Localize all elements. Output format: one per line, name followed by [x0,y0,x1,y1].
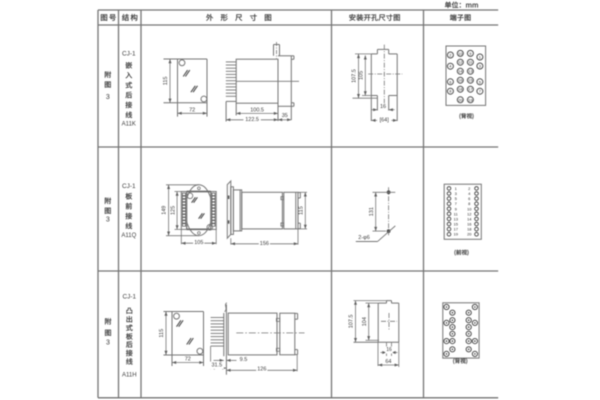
svg-text:16: 16 [467,222,472,227]
svg-text:3: 3 [455,191,458,196]
svg-text:11: 11 [454,211,459,216]
svg-text:CJ-1: CJ-1 [122,51,136,58]
svg-text:4: 4 [468,191,471,196]
svg-text:131: 131 [369,207,375,216]
svg-text:100.5: 100.5 [250,107,264,113]
svg-text:125: 125 [170,206,176,215]
svg-text:17: 17 [468,87,473,92]
svg-text:15: 15 [468,78,473,83]
svg-text:122.5: 122.5 [245,117,259,123]
svg-text:20: 20 [458,97,463,102]
svg-text:3: 3 [106,94,110,101]
svg-text:115: 115 [163,77,169,86]
svg-text:19: 19 [453,232,458,237]
svg-text:4: 4 [449,64,452,69]
svg-text:8: 8 [468,201,471,206]
svg-text:35: 35 [282,113,288,119]
svg-text:2-φ6: 2-φ6 [358,235,370,241]
svg-text:7: 7 [455,201,458,206]
svg-text:14: 14 [467,216,472,221]
svg-text:A11Q: A11Q [121,233,136,239]
svg-text:7: 7 [479,89,482,94]
svg-text:1: 1 [455,186,458,191]
svg-text:13: 13 [453,216,458,221]
svg-text:13: 13 [468,69,473,74]
svg-text:16: 16 [380,104,386,110]
svg-text:16: 16 [386,347,392,353]
svg-text:105: 105 [194,240,203,246]
svg-text:3: 3 [106,217,110,224]
svg-text:104: 104 [362,317,368,326]
svg-text:2: 2 [449,53,452,58]
svg-text:105: 105 [359,71,365,80]
svg-text:14: 14 [458,69,463,74]
svg-text:156: 156 [260,241,269,247]
svg-text:9: 9 [469,51,472,56]
svg-text:20: 20 [467,232,472,237]
svg-text:10: 10 [458,51,463,56]
svg-text:3: 3 [106,340,110,347]
svg-text:18: 18 [467,227,472,232]
svg-text:126: 126 [257,367,266,373]
svg-text:9.5: 9.5 [240,357,248,363]
svg-text:[64]: [64] [380,117,390,123]
svg-text:115: 115 [159,329,165,338]
svg-text:CJ-1: CJ-1 [122,183,136,190]
svg-text:31.5: 31.5 [211,362,222,368]
svg-text:115: 115 [298,206,304,215]
svg-text:19: 19 [468,97,473,102]
svg-text:64: 64 [385,359,391,365]
svg-text:107.5: 107.5 [349,315,355,329]
svg-text:6: 6 [468,196,471,201]
svg-text:3: 3 [479,64,482,69]
svg-text:A11K: A11K [122,122,136,128]
svg-text:18: 18 [458,87,463,92]
svg-text:16: 16 [458,78,463,83]
svg-text:8: 8 [449,89,452,94]
svg-text:72: 72 [189,107,195,113]
svg-text:12: 12 [467,211,472,216]
svg-text:CJ-1: CJ-1 [123,293,137,300]
svg-text:17: 17 [453,227,458,232]
svg-text:2: 2 [468,186,471,191]
svg-text:107.5: 107.5 [352,69,358,83]
svg-text:10: 10 [467,206,472,211]
svg-text:1: 1 [479,55,482,60]
svg-text:149: 149 [162,206,168,215]
svg-text:5: 5 [479,79,482,84]
svg-text:12: 12 [458,60,463,65]
svg-text:72: 72 [185,357,191,363]
svg-text:15: 15 [453,222,458,227]
svg-text:9: 9 [455,206,458,211]
svg-text:11: 11 [468,60,473,65]
svg-text:5: 5 [455,196,458,201]
svg-text:6: 6 [449,79,452,84]
svg-text:A11H: A11H [122,372,137,378]
